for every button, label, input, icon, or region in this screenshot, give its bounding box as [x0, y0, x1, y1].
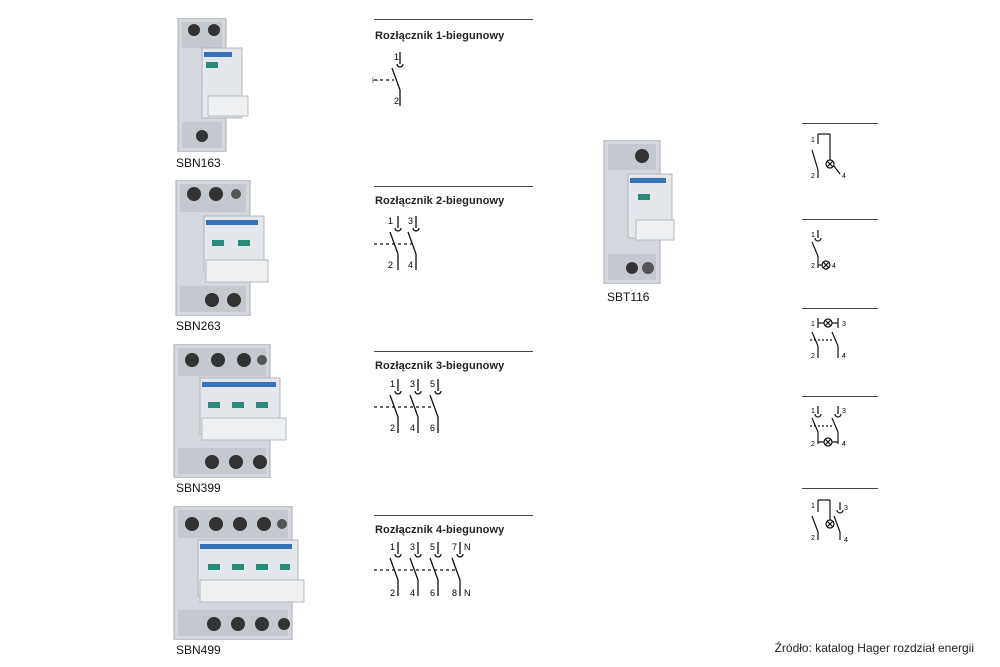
- section-divider: [802, 308, 878, 309]
- terminal-label: 3: [844, 505, 848, 512]
- terminal-label: 1: [811, 503, 815, 510]
- source-note: Źródło: katalog Hager rozdział energii: [774, 641, 974, 655]
- product-code-sbn163: SBN163: [176, 156, 221, 170]
- lamp-schematic-2: 1 2 4: [808, 228, 858, 279]
- terminal-label: 5: [430, 542, 435, 552]
- device-sbn163-image: [172, 18, 252, 152]
- terminal-label: 6: [430, 588, 435, 598]
- product-code-sbn263: SBN263: [176, 319, 221, 333]
- section-divider: [374, 186, 533, 187]
- terminal-label: 8: [452, 588, 457, 598]
- terminal-label: 3: [408, 216, 413, 226]
- terminal-label: 2: [811, 173, 815, 180]
- terminal-label: 2: [811, 535, 815, 542]
- section-divider: [802, 123, 878, 124]
- terminal-label: 5: [430, 379, 435, 389]
- terminal-label: 2: [394, 96, 399, 106]
- section-divider: [802, 396, 878, 397]
- terminal-label: 3: [842, 408, 846, 415]
- terminal-label: 4: [842, 173, 846, 180]
- device-sbn399-image: [172, 344, 288, 478]
- section-divider: [802, 219, 878, 220]
- terminal-label: 1: [811, 137, 815, 144]
- terminal-label: N: [464, 542, 471, 552]
- terminal-label: 4: [842, 353, 846, 360]
- schematic-4-pole: 1 3 5 7 N 2 4 6 8 N: [370, 540, 480, 605]
- terminal-label: 6: [430, 423, 435, 433]
- schematic-3-pole: 1 3 5 2 4 6: [370, 377, 460, 440]
- product-code-sbn499: SBN499: [176, 643, 221, 657]
- section-divider: [802, 488, 878, 489]
- lamp-schematic-1: 1 2 4: [808, 132, 858, 187]
- section-divider: [374, 19, 533, 20]
- lamp-schematic-3: 1 3 2 4: [808, 316, 858, 369]
- terminal-label: 2: [811, 263, 815, 270]
- terminal-label: 1: [811, 232, 815, 239]
- terminal-label: 4: [408, 260, 413, 270]
- terminal-label: 2: [390, 588, 395, 598]
- terminal-label: 7: [452, 542, 457, 552]
- terminal-label: 4: [842, 441, 846, 448]
- terminal-label: 2: [811, 353, 815, 360]
- product-code-sbn399: SBN399: [176, 481, 221, 495]
- schematic-1-pole: ⊢ 1 2: [370, 50, 430, 113]
- terminal-label: 4: [832, 263, 836, 270]
- section-divider: [374, 515, 533, 516]
- section-title-1-pole: Rozłącznik 1-biegunowy: [375, 30, 505, 42]
- lamp-schematic-5: 1 3 2 4: [808, 498, 858, 551]
- section-title-3-pole: Rozłącznik 3-biegunowy: [375, 360, 505, 372]
- terminal-label: 1: [394, 52, 399, 62]
- terminal-label: 1: [811, 408, 815, 415]
- terminal-label: 1: [811, 321, 815, 328]
- terminal-label: 2: [811, 441, 815, 448]
- terminal-label: 3: [410, 379, 415, 389]
- terminal-label: 4: [410, 588, 415, 598]
- product-code-sbt116: SBT116: [607, 290, 650, 304]
- terminal-label: 2: [388, 260, 393, 270]
- device-sbn263-image: [172, 180, 272, 316]
- terminal-label: 2: [390, 423, 395, 433]
- svg-text:⊢: ⊢: [372, 76, 379, 85]
- lamp-schematic-4: 1 3 2 4: [808, 404, 858, 455]
- terminal-label: 3: [842, 321, 846, 328]
- terminal-label: 3: [410, 542, 415, 552]
- section-title-4-pole: Rozłącznik 4-biegunowy: [375, 524, 505, 536]
- terminal-label: N: [464, 588, 471, 598]
- terminal-label: 1: [390, 542, 395, 552]
- device-sbt116-image: [602, 140, 678, 284]
- terminal-label: 4: [844, 537, 848, 544]
- device-sbn499-image: [172, 506, 308, 640]
- terminal-label: 4: [410, 423, 415, 433]
- terminal-label: 1: [390, 379, 395, 389]
- section-divider: [374, 351, 533, 352]
- section-title-2-pole: Rozłącznik 2-biegunowy: [375, 195, 505, 207]
- terminal-label: 1: [388, 216, 393, 226]
- schematic-2-pole: 1 3 2 4: [370, 214, 450, 277]
